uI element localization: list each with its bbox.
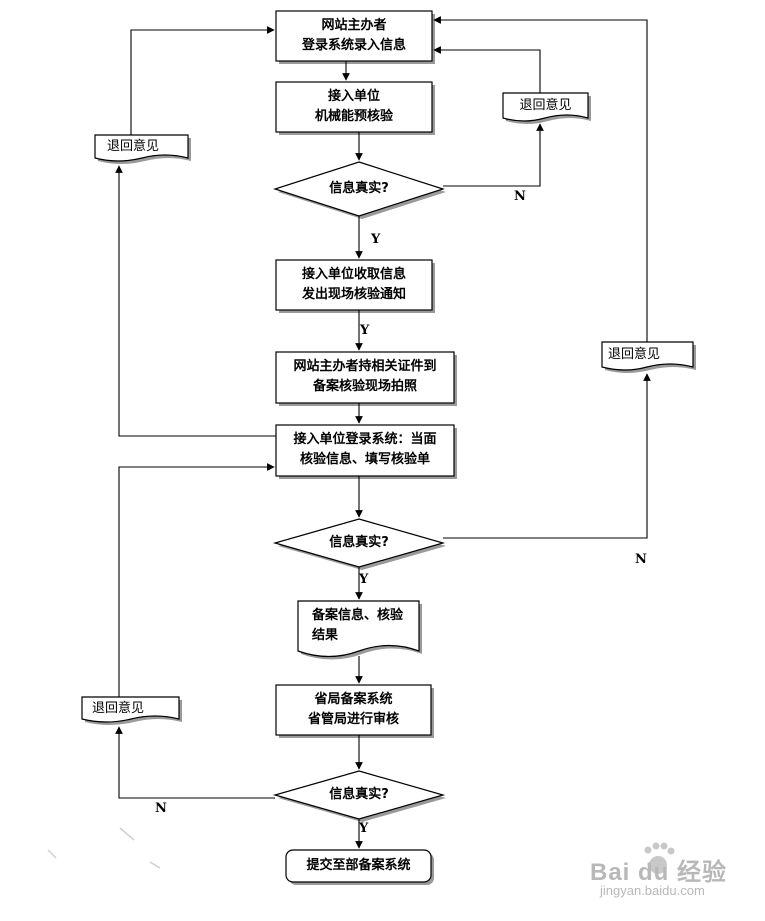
node-province-review-line1: 省局备案系统 <box>314 692 393 707</box>
edge-check2-no <box>443 373 651 539</box>
node-receive-info-line1: 接入单位收取信息 <box>301 267 406 282</box>
decision-check3-label: 信息真实? <box>329 787 389 802</box>
node-photo-box <box>275 351 457 406</box>
baidu-paw-icon <box>644 842 675 874</box>
decision-check1-label: 信息真实? <box>329 181 389 196</box>
edge-onsite-to-feedback-left-upper <box>115 165 276 437</box>
node-onsite-verify-line2: 核验信息、填写核验单 <box>299 452 430 467</box>
node-photo-line2: 备案核验现场拍照 <box>312 379 417 394</box>
node-province-review-label: 省局备案系统 省管局进行审核 <box>276 690 431 730</box>
node-submit-info-label: 网站主办者 登录系统录入信息 <box>276 16 432 56</box>
decision-check2-label: 信息真实? <box>329 535 389 550</box>
connectors <box>115 16 651 849</box>
edge-label-check2-no: N <box>635 552 647 567</box>
edge-feedback-right-middle-to-submit <box>433 16 648 342</box>
node-pre-verify-line2: 机械能预核验 <box>314 109 393 124</box>
decision-check1-diamond <box>273 161 446 219</box>
watermark-url: jingyan.baidu.com <box>600 883 705 898</box>
edge-feedback-left-lower-to-onsite <box>118 463 275 697</box>
feedback-right-middle-label: 退回意见 <box>608 347 661 362</box>
feedback-left-lower-label: 退回意见 <box>92 701 145 716</box>
doc-record-result-line1: 备案信息、核验 <box>312 608 404 623</box>
edge-feedback-left-upper-to-submit <box>130 26 275 135</box>
node-onsite-verify-line1: 接入单位登录系统：当面 <box>293 432 437 447</box>
node-receive-info-line2: 发出现场核验通知 <box>301 287 406 302</box>
node-pre-verify-label: 接入单位 机械能预核验 <box>276 87 432 127</box>
doc-record-result-shape <box>297 600 422 660</box>
terminal-submit-ministry-shape <box>285 849 434 885</box>
node-onsite-verify-label: 接入单位登录系统：当面 核验信息、填写核验单 <box>276 430 454 470</box>
node-photo-line1: 网站主办者持相关证件到 <box>293 359 437 374</box>
edge-label-check1-yes: Y <box>371 232 381 247</box>
edge-label-check3-no: N <box>155 801 167 816</box>
node-pre-verify-line1: 接入单位 <box>327 89 380 104</box>
node-province-review-box <box>275 684 434 738</box>
edge-label-receive-yes: Y <box>360 323 370 338</box>
feedback-top-right-label: 退回意见 <box>519 98 572 113</box>
node-onsite-verify-box <box>275 424 457 479</box>
edge-feedback-top-right-to-submit <box>433 46 541 93</box>
edge-label-check1-no: N <box>514 189 526 204</box>
node-province-review-line2: 省管局进行审核 <box>307 712 399 727</box>
feedback-left-lower-shape <box>81 696 182 725</box>
node-photo-label: 网站主办者持相关证件到 备案核验现场拍照 <box>276 357 454 397</box>
feedback-left-upper-label: 退回意见 <box>107 139 160 154</box>
edge-label-check2-yes: Y <box>359 572 369 587</box>
feedback-left-upper-shape <box>94 134 191 164</box>
doc-record-result-label: 备案信息、核验 结果 <box>298 606 419 646</box>
node-receive-info-label: 接入单位收取信息 发出现场核验通知 <box>276 265 432 305</box>
node-submit-info-box <box>275 10 435 64</box>
doc-record-result-line2: 结果 <box>312 628 339 643</box>
background-specks <box>47 827 161 869</box>
node-submit-info-line1: 网站主办者 <box>321 18 387 33</box>
feedback-right-middle-shape <box>601 341 696 373</box>
edge-label-check3-yes: Y <box>359 821 369 836</box>
watermark-logo: Bai du 经验 <box>590 859 728 886</box>
node-pre-verify-box <box>275 81 435 135</box>
node-submit-info-line2: 登录系统录入信息 <box>301 38 406 53</box>
decision-check3-diamond <box>272 770 446 822</box>
terminal-submit-ministry-label: 提交至部备案系统 <box>306 858 411 873</box>
node-receive-info-box <box>275 259 435 313</box>
edge-check3-no <box>115 726 275 799</box>
edge-check1-no <box>443 123 544 187</box>
feedback-top-right-shape <box>502 92 591 124</box>
